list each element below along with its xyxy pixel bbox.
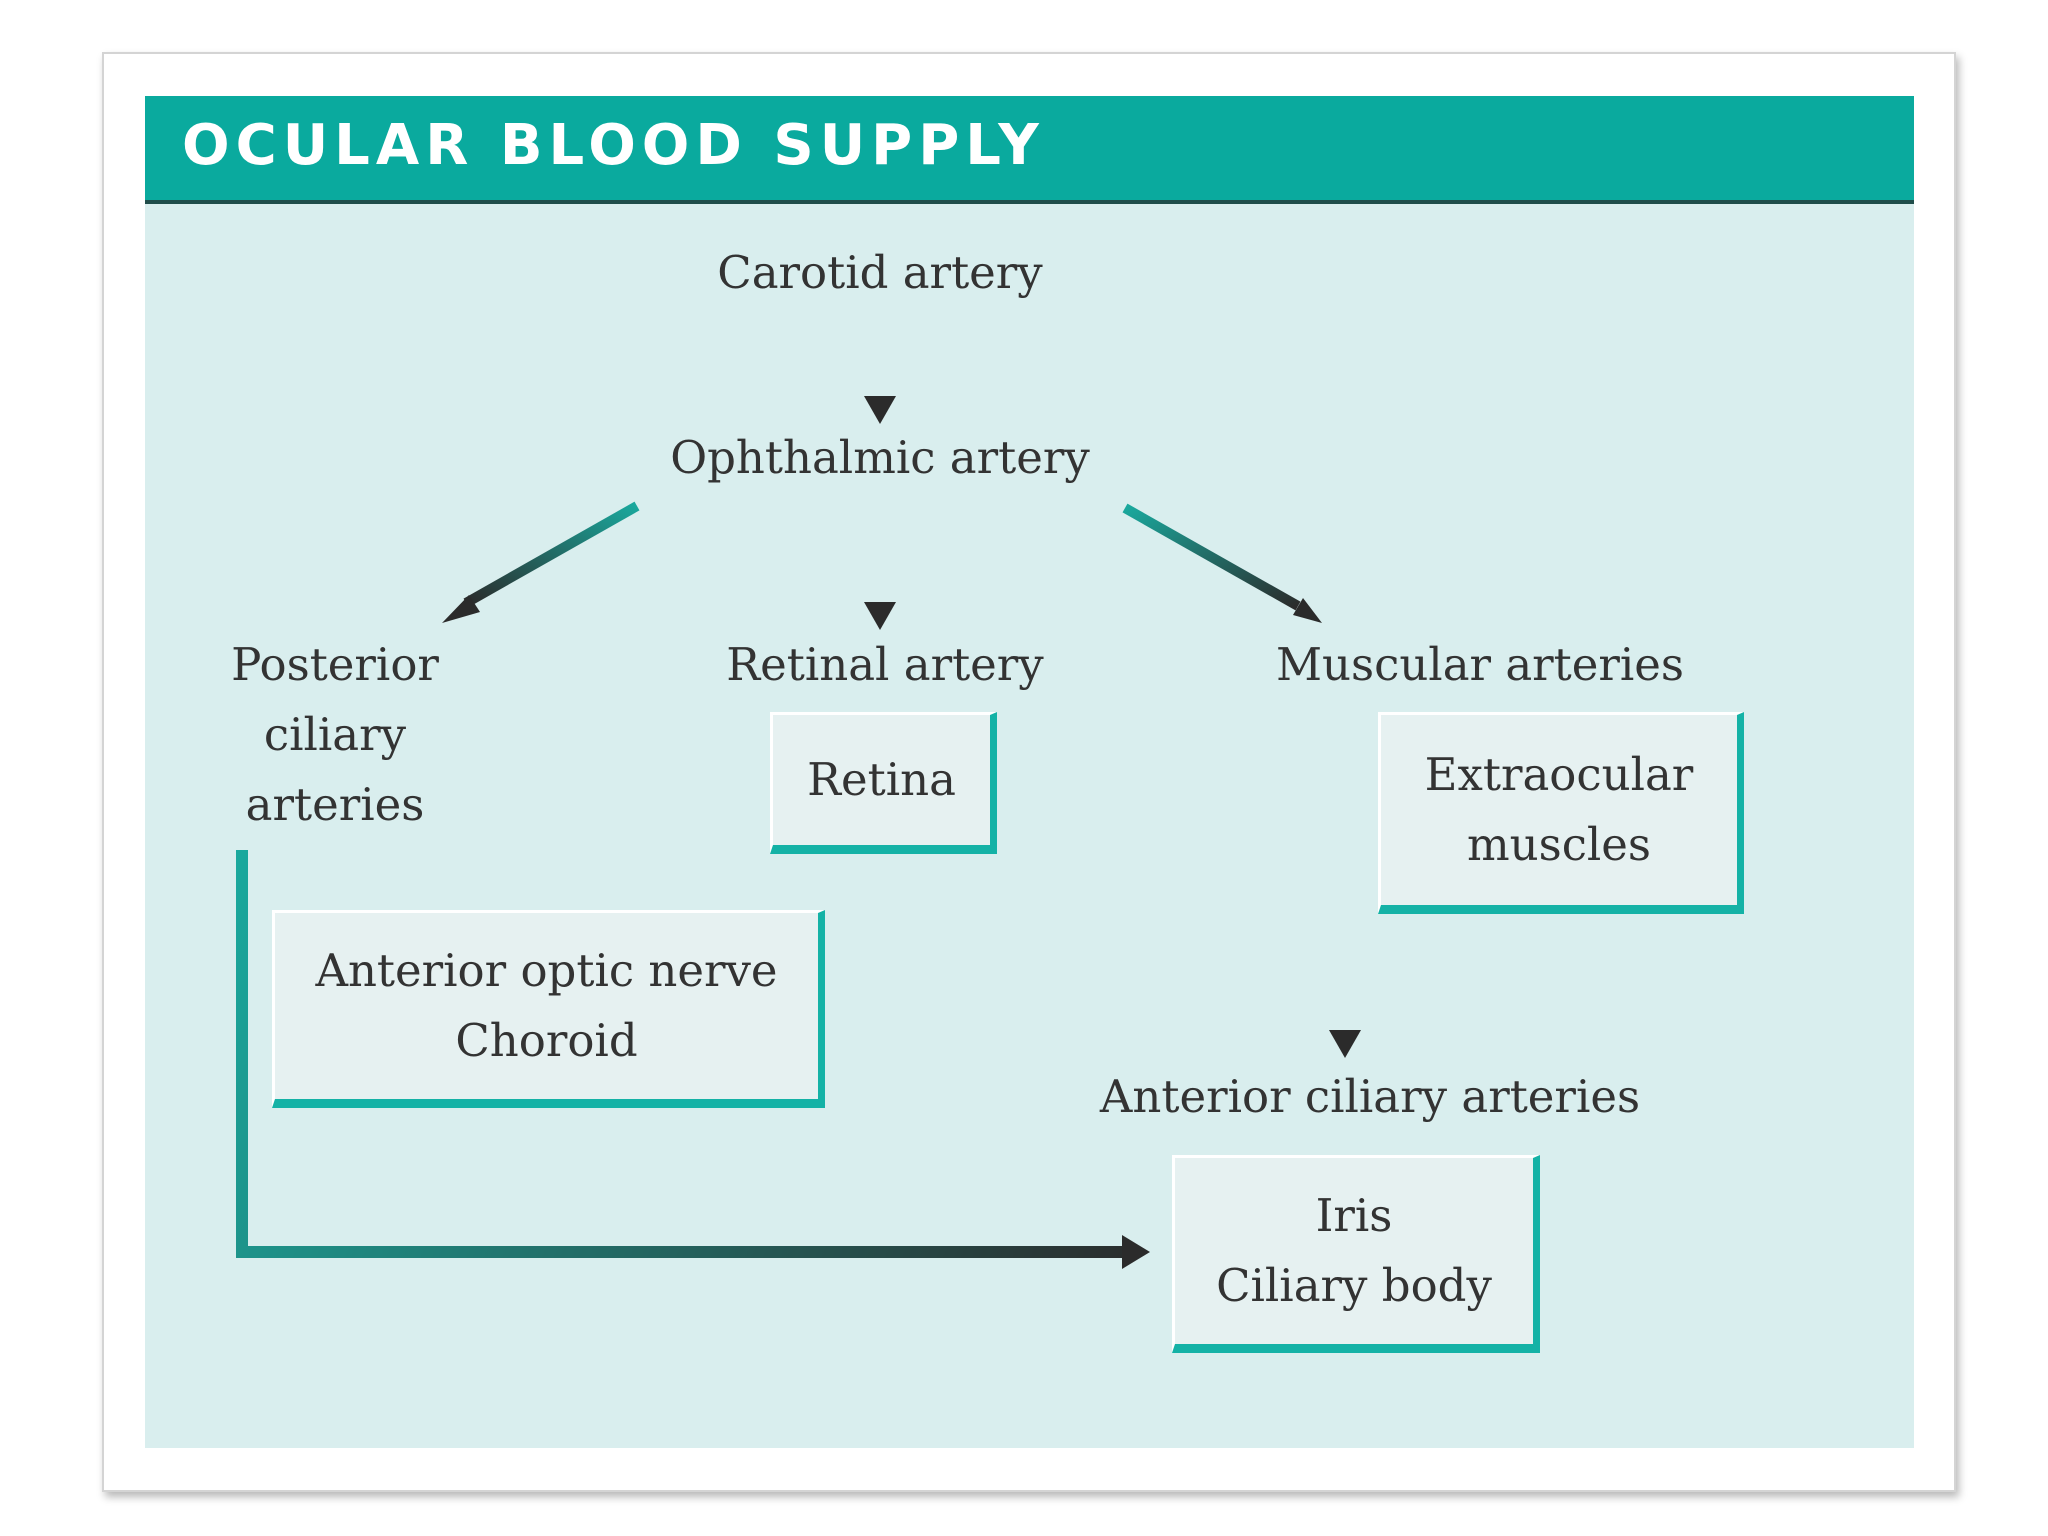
arrow-ophthalmic-to-retinal (864, 505, 896, 630)
arrow-posterior-ciliary-to-iris (236, 850, 1150, 1269)
arrow-ophthalmic-to-posterior-ciliary (442, 501, 640, 623)
diagram-title: OCULAR BLOOD SUPPLY (182, 113, 1045, 178)
box-extraocular-muscles: Extraocular muscles (1378, 712, 1744, 914)
box-retina-line: Retina (807, 753, 956, 806)
node-posterior-ciliary-line: arteries (245, 778, 425, 831)
box-retina: Retina (770, 712, 997, 854)
box-optic-choroid-line: Anterior optic nerve (315, 944, 778, 997)
box-extraocular-line: muscles (1466, 818, 1652, 871)
arrow-muscular-to-anterior-ciliary (1329, 712, 1361, 1058)
box-extraocular-line: Extraocular (1424, 748, 1694, 801)
box-optic-choroid-line: Choroid (455, 1014, 638, 1067)
box-iris-ciliary-line: Iris (1315, 1189, 1393, 1242)
box-iris-ciliary-line: Ciliary body (1216, 1259, 1492, 1312)
node-retinal-artery: Retinal artery (726, 638, 1044, 691)
node-ophthalmic-artery: Ophthalmic artery (670, 431, 1090, 484)
arrow-ophthalmic-to-muscular (1122, 503, 1322, 623)
node-anterior-ciliary-arteries: Anterior ciliary arteries (1099, 1070, 1641, 1123)
node-muscular-arteries: Muscular arteries (1275, 638, 1685, 691)
node-posterior-ciliary-arteries: Posterior ciliary arteries (190, 630, 480, 840)
node-posterior-ciliary-line: Posterior (231, 638, 439, 691)
box-iris-ciliary-body: Iris Ciliary body (1172, 1155, 1540, 1353)
box-optic-nerve-choroid: Anterior optic nerve Choroid (272, 910, 825, 1108)
node-carotid-artery: Carotid artery (717, 246, 1043, 299)
arrow-carotid-to-ophthalmic (864, 318, 896, 424)
title-bar (145, 96, 1914, 204)
node-posterior-ciliary-line: ciliary (263, 708, 407, 761)
